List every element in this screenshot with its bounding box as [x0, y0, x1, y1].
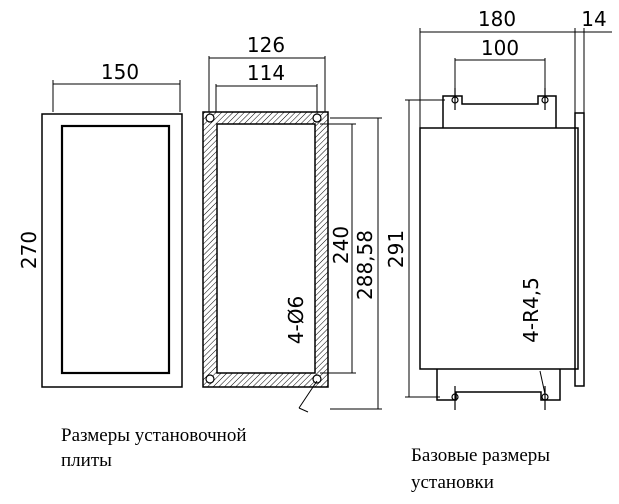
plate-outer-width-label: 126 [247, 33, 285, 57]
plate-caption-line1: Размеры установочной [61, 425, 247, 446]
mounting-hole-tr [312, 113, 322, 123]
mounting-hole-br [312, 374, 322, 384]
base-height-label: 291 [384, 230, 408, 268]
plate-outer-height-label: 288,58 [353, 230, 377, 300]
mounting-plate-view [202, 56, 382, 413]
base-width-label: 180 [478, 7, 516, 31]
base-flange-label: 14 [581, 7, 606, 31]
base-inner-width-label: 100 [481, 36, 519, 60]
plate-hole-note: 4-Ø6 [284, 296, 308, 344]
plate-hole-height-label: 240 [329, 226, 353, 264]
hole-note-leader [298, 380, 318, 409]
mounting-hole-tl [205, 113, 215, 123]
slot-hole-bl [451, 393, 459, 401]
mounting-holes [205, 113, 322, 384]
plate-caption-line2: плиты [61, 450, 112, 471]
mounting-hole-bl [205, 374, 215, 384]
base-slot-markers [451, 88, 549, 410]
base-top-foot [442, 95, 557, 128]
slot-hole-tl [451, 96, 459, 104]
base-caption-line1: Базовые размеры [411, 445, 550, 466]
base-mount-view [405, 28, 612, 410]
base-caption-line2: установки [411, 472, 494, 493]
slot-note-leader [539, 370, 546, 395]
front-width-label: 150 [101, 60, 139, 84]
mounting-plate-hatched-frame [202, 111, 329, 388]
front-panel-view [41, 80, 183, 388]
front-height-label: 270 [17, 231, 41, 269]
base-slot-note: 4-R4,5 [519, 277, 543, 343]
front-panel-window [60, 124, 171, 375]
plate-hole-spacing-label: 114 [247, 61, 285, 85]
base-mount-flange [574, 112, 585, 387]
base-bottom-foot [436, 369, 561, 401]
base-mount-body [419, 127, 579, 370]
hole-note-leader-tail [298, 407, 309, 413]
slot-hole-tr [541, 96, 549, 104]
